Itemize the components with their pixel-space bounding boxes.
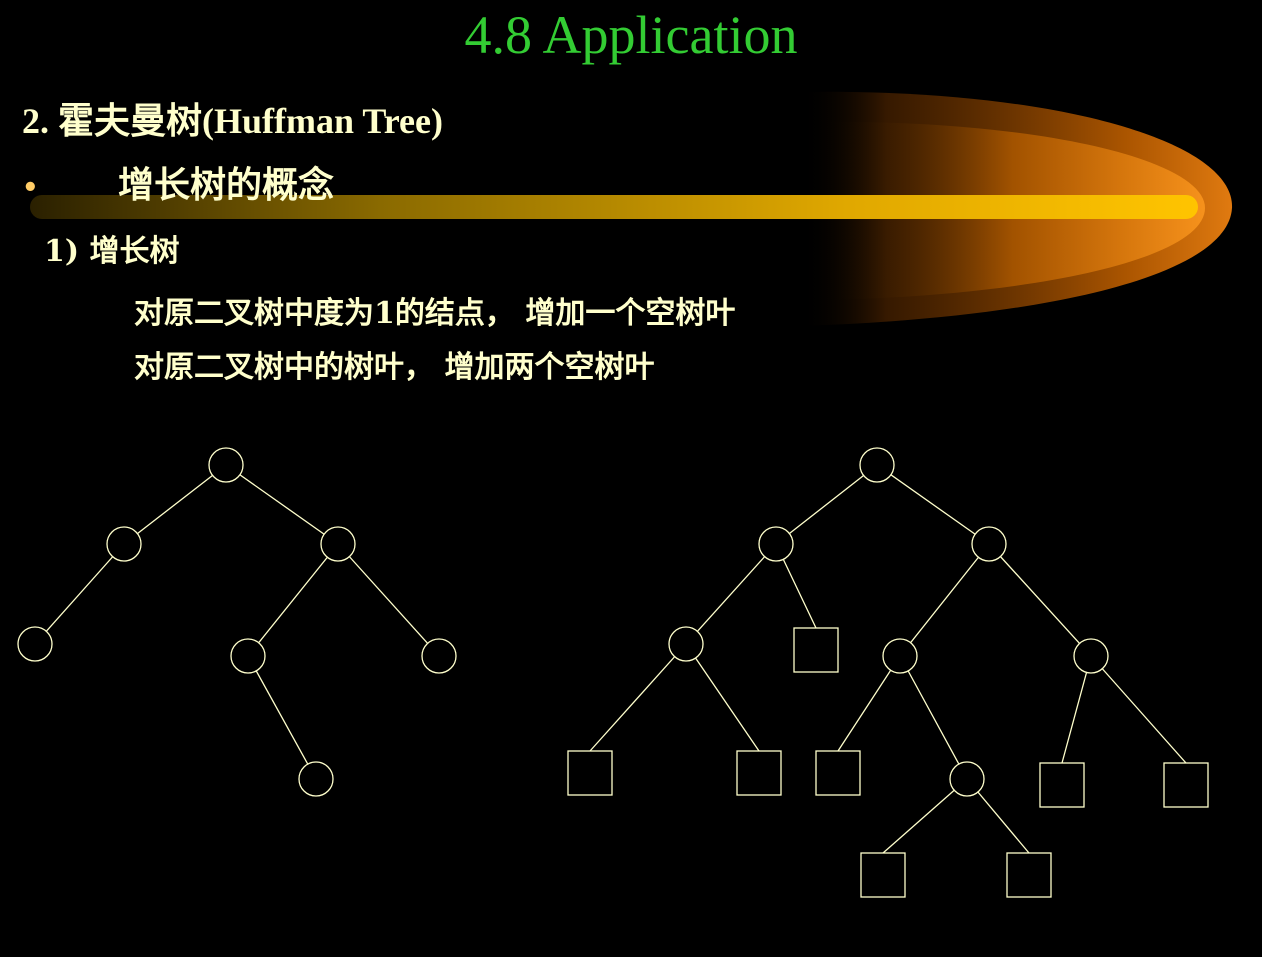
tree-node	[421, 638, 457, 674]
tree-node	[230, 638, 266, 674]
tree-edge	[899, 655, 968, 780]
slide-title: 4.8 Application	[464, 5, 798, 65]
tree-edge	[1061, 655, 1092, 764]
bullet-dot: •	[22, 173, 39, 203]
tree-node	[320, 526, 356, 562]
description-line-1: 对原二叉树中度为1的结点， 增加一个空树叶	[134, 296, 736, 331]
tree-node	[859, 447, 895, 483]
tree-node	[298, 761, 334, 797]
bullet-text: 增长树的概念	[118, 164, 335, 206]
tree-node	[758, 526, 794, 562]
tree-edge	[247, 655, 317, 780]
tree-edge	[876, 464, 990, 545]
tree-edge	[123, 464, 227, 545]
tree-edge	[1090, 655, 1187, 764]
tree-node	[882, 638, 918, 674]
tree-edge	[775, 464, 878, 545]
empty-leaf	[793, 627, 839, 673]
extended-binary-tree	[567, 447, 1209, 898]
tree-edge	[225, 464, 339, 545]
empty-leaf	[567, 750, 613, 796]
bullet-item: • 增长树的概念	[22, 156, 334, 208]
decor-bar	[30, 195, 1198, 219]
tree-edge	[685, 643, 760, 752]
section-heading: 2. 霍夫曼树(Huffman Tree)	[22, 101, 443, 141]
tree-node	[668, 626, 704, 662]
tree-edge	[988, 543, 1092, 657]
description-line-2: 对原二叉树中的树叶， 增加两个空树叶	[134, 350, 655, 385]
tree-node	[949, 761, 985, 797]
empty-leaf	[1039, 762, 1085, 808]
tree-node	[106, 526, 142, 562]
tree-node	[208, 447, 244, 483]
tree-node	[971, 526, 1007, 562]
empty-leaf	[1006, 852, 1052, 898]
original-binary-tree	[17, 447, 457, 797]
tree-edge	[685, 543, 777, 645]
subheading: 1) 增长树	[44, 234, 180, 269]
tree-edge	[882, 778, 968, 854]
empty-leaf	[736, 750, 782, 796]
tree-edge	[337, 543, 440, 657]
tree-node	[17, 626, 53, 662]
tree-edge	[837, 655, 901, 752]
empty-leaf	[815, 750, 861, 796]
empty-leaf	[1163, 762, 1209, 808]
empty-leaf	[860, 852, 906, 898]
tree-edge	[589, 643, 687, 752]
tree-node	[1073, 638, 1109, 674]
tree-edge	[899, 543, 990, 657]
tree-edge	[34, 543, 125, 645]
tree-edge	[247, 543, 339, 657]
